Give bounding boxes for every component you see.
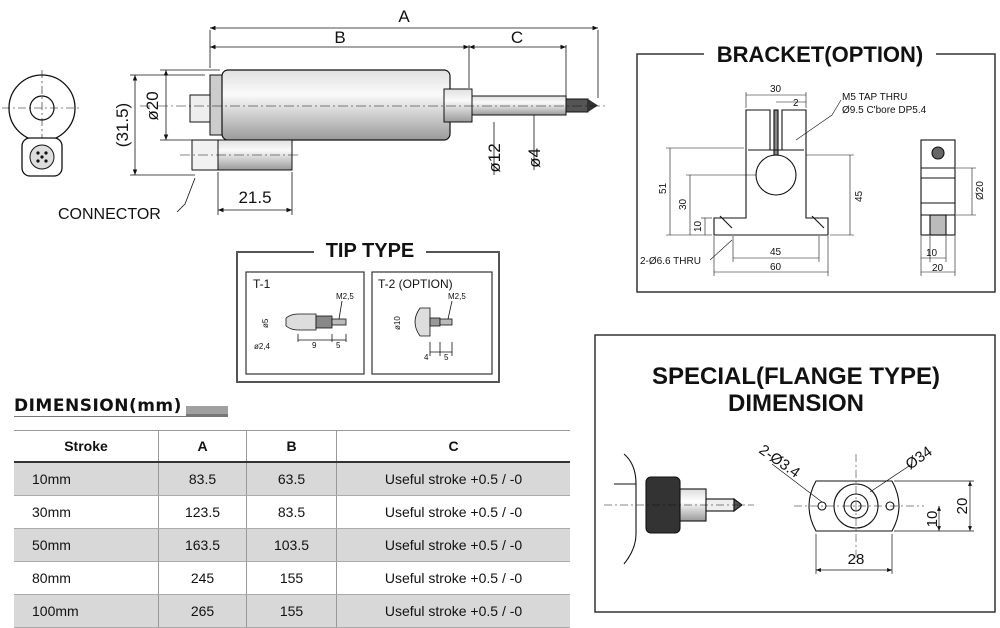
bracket-front-view bbox=[713, 109, 829, 236]
bracket-h-total: 51 bbox=[658, 182, 669, 194]
dimension-table: Stroke A B C 10mm 83.5 63.5 Useful strok… bbox=[14, 430, 570, 628]
dim-height-label: (31.5) bbox=[113, 103, 132, 147]
cell-c: Useful stroke +0.5 / -0 bbox=[336, 528, 570, 562]
t2-label: T-2 (OPTION) bbox=[378, 277, 453, 291]
t1-dia-body-label: ø5 bbox=[261, 318, 270, 328]
cell-a: 245 bbox=[158, 561, 247, 595]
bracket-tap-note-2: Ø9.5 C'bore DP5.4 bbox=[842, 105, 927, 116]
dim-body-dia-label: ø20 bbox=[143, 91, 162, 120]
t2-tip-drawing bbox=[414, 300, 453, 356]
bracket-h-side: 45 bbox=[854, 190, 865, 202]
t2-dia-head-label: ø10 bbox=[393, 316, 402, 330]
bracket-box: 30 2 M5 TAP THRU Ø9.5 C'bore DP5.4 51 30… bbox=[636, 53, 996, 293]
t1-label: T-1 bbox=[253, 277, 271, 291]
t1-thread-label: M2,5 bbox=[336, 292, 354, 301]
bracket-tap-note-1: M5 TAP THRU bbox=[842, 92, 907, 103]
cell-stroke: 10mm bbox=[14, 462, 159, 496]
cell-c: Useful stroke +0.5 / -0 bbox=[336, 594, 570, 628]
sensor-body bbox=[140, 69, 605, 171]
cell-a: 265 bbox=[158, 594, 247, 628]
t1-len-b-label: 5 bbox=[336, 341, 341, 350]
t2-len-b-label: 5 bbox=[444, 353, 449, 362]
flange-title-1: SPECIAL(FLANGE TYPE) bbox=[652, 363, 940, 390]
header-stroke: Stroke bbox=[14, 430, 159, 463]
dim-b-label: B bbox=[334, 28, 345, 47]
cell-b: 155 bbox=[246, 594, 337, 628]
dim-tip-dia-label: ø4 bbox=[525, 148, 544, 168]
header-b: B bbox=[246, 430, 337, 463]
cell-b: 103.5 bbox=[246, 528, 337, 562]
bracket-top-width: 30 bbox=[770, 84, 782, 95]
table-row: 80mm 245 155 Useful stroke +0.5 / -0 bbox=[14, 561, 570, 595]
t1-len-a-label: 9 bbox=[312, 341, 317, 350]
cell-stroke: 50mm bbox=[14, 528, 159, 562]
table-row: 100mm 265 155 Useful stroke +0.5 / -0 bbox=[14, 594, 570, 628]
t2-len-a-label: 4 bbox=[424, 353, 429, 362]
cell-a: 123.5 bbox=[158, 495, 247, 529]
flange-h-total-label: 20 bbox=[954, 498, 971, 515]
tip-type-box: T-1 M2,5 ø5 ø2,4 9 5 T-2 (OPTION) M2,5 ø… bbox=[236, 251, 500, 383]
dim-c-label: C bbox=[511, 28, 523, 47]
cell-c: Useful stroke +0.5 / -0 bbox=[336, 462, 570, 496]
dim-a-label: A bbox=[398, 7, 410, 26]
table-row: 10mm 83.5 63.5 Useful stroke +0.5 / -0 bbox=[14, 462, 570, 496]
dim-rod-dia-label: ø12 bbox=[485, 143, 504, 172]
bracket-side-width: 20 bbox=[932, 263, 944, 274]
main-drawing: A B C (31.5) ø20 ø12 ø4 21.5 CONNECTOR bbox=[2, 7, 605, 223]
bracket-title: BRACKET(OPTION) bbox=[704, 42, 936, 68]
header-c: C bbox=[336, 430, 570, 463]
flange-h-small-label: 10 bbox=[924, 511, 941, 528]
header-a: A bbox=[158, 430, 247, 463]
bracket-side-dia: Ø20 bbox=[975, 181, 986, 200]
bracket-h-base: 10 bbox=[693, 220, 704, 232]
bracket-base-width: 60 bbox=[770, 262, 782, 273]
bracket-side-dims bbox=[920, 167, 976, 276]
cell-a: 83.5 bbox=[158, 462, 247, 496]
cell-stroke: 30mm bbox=[14, 495, 159, 529]
dimension-lines bbox=[130, 25, 599, 215]
connector-label: CONNECTOR bbox=[58, 206, 161, 223]
flange-dims bbox=[771, 454, 974, 574]
cell-a: 163.5 bbox=[158, 528, 247, 562]
cell-b: 155 bbox=[246, 561, 337, 595]
tip-type-title: TIP TYPE bbox=[314, 240, 426, 263]
bracket-front-dims bbox=[666, 92, 854, 276]
dim-connector-len-label: 21.5 bbox=[238, 188, 271, 207]
flange-width-label: 28 bbox=[848, 551, 865, 568]
t1-dia-tip-label: ø2,4 bbox=[254, 342, 271, 351]
bracket-holes-note: 2-Ø6.6 THRU bbox=[640, 256, 701, 267]
bracket-side-view bbox=[920, 139, 956, 236]
cell-b: 83.5 bbox=[246, 495, 337, 529]
flange-title-2: DIMENSION bbox=[728, 390, 864, 417]
cell-b: 63.5 bbox=[246, 462, 337, 496]
cell-stroke: 100mm bbox=[14, 594, 159, 628]
table-row: 30mm 123.5 83.5 Useful stroke +0.5 / -0 bbox=[14, 495, 570, 529]
end-view bbox=[2, 70, 82, 177]
bracket-side-base: 10 bbox=[926, 248, 938, 259]
t1-tip-drawing bbox=[285, 300, 347, 342]
flange-side-view bbox=[604, 453, 754, 565]
bracket-h-center: 30 bbox=[678, 198, 689, 210]
cell-c: Useful stroke +0.5 / -0 bbox=[336, 495, 570, 529]
flange-box: SPECIAL(FLANGE TYPE) DIMENSION 2-Ø3.4 Ø3… bbox=[594, 334, 996, 613]
dimension-title: DIMENSION(mm) bbox=[14, 396, 186, 416]
table-row: 50mm 163.5 103.5 Useful stroke +0.5 / -0 bbox=[14, 528, 570, 562]
bracket-slot: 2 bbox=[793, 98, 799, 109]
table-header-row: Stroke A B C bbox=[14, 430, 570, 463]
cell-stroke: 80mm bbox=[14, 561, 159, 595]
bracket-hole-spacing: 45 bbox=[770, 247, 782, 258]
cell-c: Useful stroke +0.5 / -0 bbox=[336, 561, 570, 595]
t2-thread-label: M2,5 bbox=[448, 292, 466, 301]
